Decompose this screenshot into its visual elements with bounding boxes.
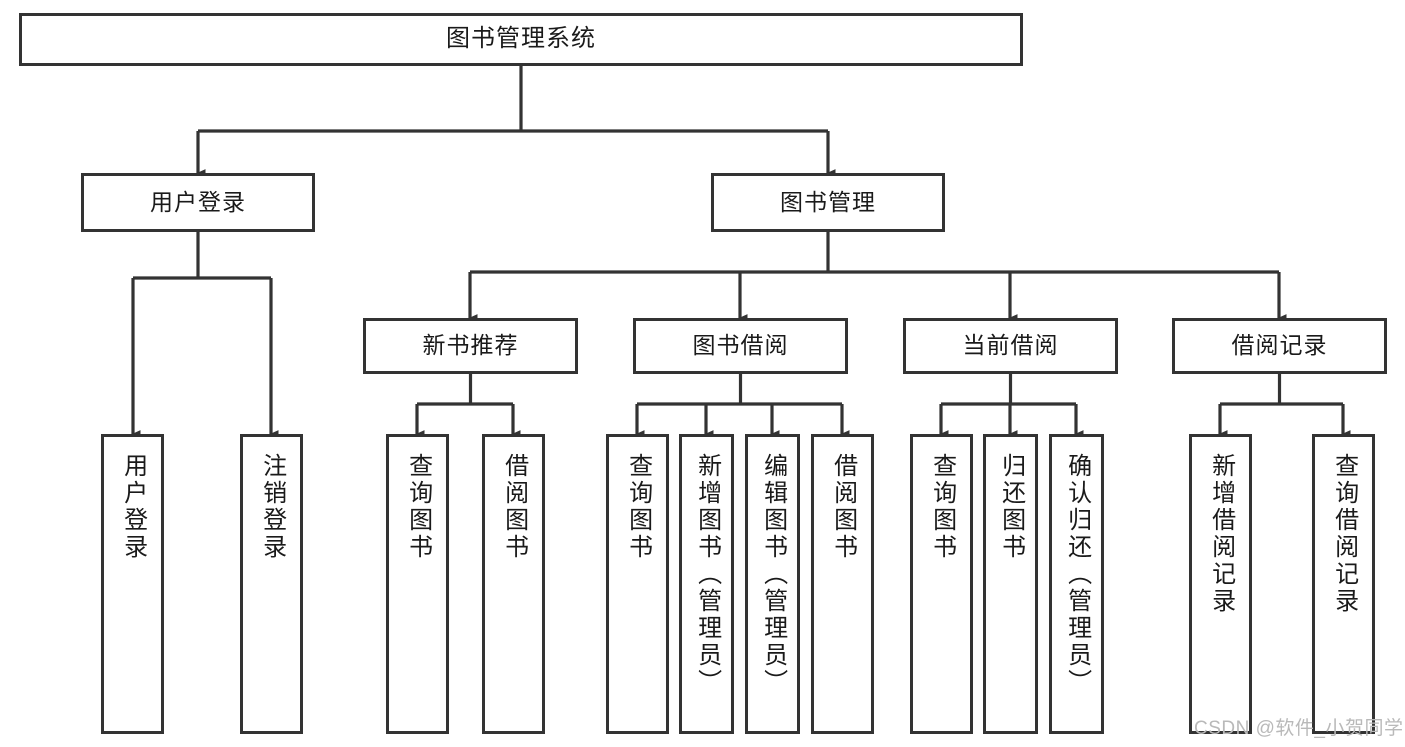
node-label: 用户登录 [119,453,147,561]
node-label: 确认归还（管理员） [1063,453,1091,696]
node-label: 图书管理 [780,188,876,215]
node-label: 图书管理系统 [446,25,596,53]
node-label: 新增借阅记录 [1207,453,1235,615]
node-label: 借阅图书 [829,453,857,561]
node-label: 编辑图书（管理员） [759,453,787,696]
node-root[interactable]: 图书管理系统 [19,13,1023,66]
node-leaf-borrow-book-1[interactable]: 借阅图书 [482,434,545,734]
node-book-manage[interactable]: 图书管理 [711,173,945,232]
node-label: 新书推荐 [422,332,519,359]
node-leaf-borrow-book-2[interactable]: 借阅图书 [811,434,874,734]
node-label: 借阅图书 [500,453,528,561]
node-label: 图书借阅 [692,332,789,359]
node-leaf-query-book-1[interactable]: 查询图书 [386,434,449,734]
node-leaf-query-book-3[interactable]: 查询图书 [910,434,973,734]
connector-lines [131,66,1351,438]
node-label: 当前借阅 [962,332,1059,359]
node-label: 查询图书 [928,453,956,561]
node-leaf-query-record[interactable]: 查询借阅记录 [1312,434,1375,734]
node-leaf-query-book-2[interactable]: 查询图书 [606,434,669,734]
node-leaf-user-login[interactable]: 用户登录 [101,434,164,734]
node-leaf-return-book[interactable]: 归还图书 [983,434,1038,734]
node-label: 用户登录 [150,188,246,215]
node-label: 借阅记录 [1231,332,1328,359]
node-label: 归还图书 [997,453,1025,561]
node-book-borrow[interactable]: 图书借阅 [633,318,848,374]
node-borrow-record[interactable]: 借阅记录 [1172,318,1387,374]
node-label: 注销登录 [258,453,286,561]
node-new-book-rec[interactable]: 新书推荐 [363,318,578,374]
node-label: 查询图书 [624,453,652,561]
node-current-borrow[interactable]: 当前借阅 [903,318,1118,374]
node-leaf-edit-book[interactable]: 编辑图书（管理员） [745,434,800,734]
node-leaf-user-logout[interactable]: 注销登录 [240,434,303,734]
node-label: 新增图书（管理员） [693,453,721,696]
node-user-login[interactable]: 用户登录 [81,173,315,232]
node-label: 查询借阅记录 [1330,453,1358,615]
node-leaf-add-book[interactable]: 新增图书（管理员） [679,434,734,734]
node-label: 查询图书 [404,453,432,561]
node-leaf-add-record[interactable]: 新增借阅记录 [1189,434,1252,734]
node-leaf-confirm-return[interactable]: 确认归还（管理员） [1049,434,1104,734]
